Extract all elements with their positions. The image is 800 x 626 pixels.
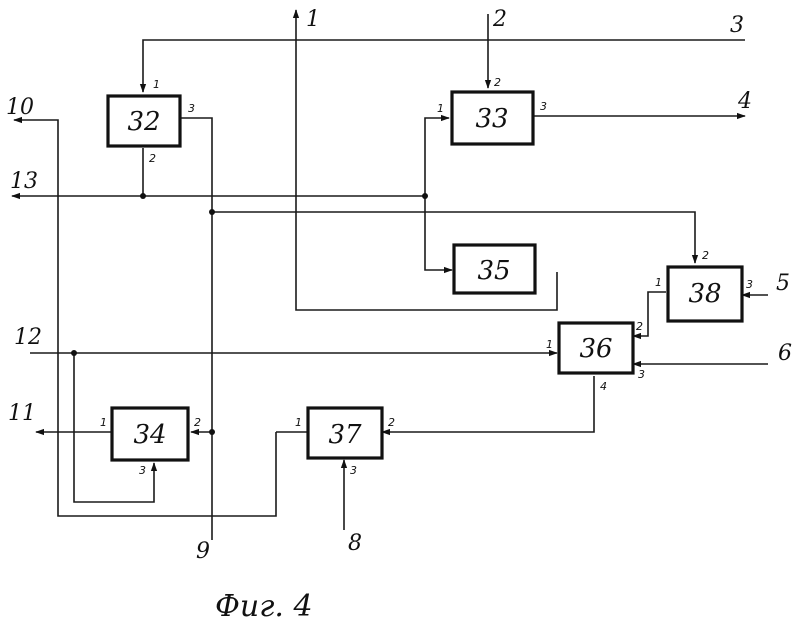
port-label: 1 [437,102,444,115]
terminal-4: 4 [737,89,752,114]
port-label: 2 [388,416,395,429]
junctions [71,193,428,435]
terminal-11: 11 [8,401,36,426]
block-37: 37 [308,408,382,458]
terminal-5: 5 [776,271,790,296]
wire-3-to-32 [143,40,745,92]
port-label: 3 [188,102,195,115]
junction-dot [140,193,146,199]
terminal-9: 9 [196,539,210,564]
port-label: 1 [100,416,107,429]
terminal-10: 10 [6,95,34,120]
block-35: 35 [454,245,535,293]
junction-dot [209,429,215,435]
port-label: 3 [350,464,357,477]
junction-dot [209,209,215,215]
block-36: 36 [559,323,633,373]
block-38-label: 38 [688,279,721,309]
junction-dot [422,193,428,199]
port-label: 2 [149,152,156,165]
port-label: 1 [295,416,302,429]
port-label: 2 [194,416,201,429]
port-label: 1 [655,276,662,289]
terminal-3: 3 [730,13,744,38]
port-label: 1 [546,338,553,351]
wire-to-35 [425,196,452,270]
wire-to-33-in1 [425,118,449,196]
terminal-1: 1 [306,7,320,32]
block-36-label: 36 [579,334,612,364]
block-34: 34 [112,408,188,460]
port-label: 2 [494,76,501,89]
terminal-8: 8 [348,531,362,556]
block-34-label: 34 [133,420,166,450]
port-label: 3 [540,100,547,113]
port-label: 3 [139,464,146,477]
block-32: 32 [108,96,180,146]
port-label: 4 [600,380,607,393]
wire-36-to-37 [382,376,594,432]
terminal-12: 12 [14,325,42,350]
terminal-13: 13 [10,169,38,194]
wire-32-to-9 [180,118,212,540]
block-35-label: 35 [477,256,510,286]
port-label: 3 [638,368,645,381]
block-33: 33 [452,92,533,144]
port-label: 2 [702,249,709,262]
terminal-6: 6 [778,341,792,366]
port-label: 1 [153,78,160,91]
block-32-label: 32 [127,107,160,137]
block-33-label: 33 [475,104,508,134]
block-37-label: 37 [328,420,362,450]
block-38: 38 [668,267,742,321]
port-label: 3 [746,278,753,291]
terminal-2: 2 [492,7,507,32]
figure-caption: Фиг. 4 [215,589,313,624]
port-label: 2 [636,320,643,333]
junction-dot [71,350,77,356]
port-labels: 1 2 3 1 2 3 1 2 3 1 2 3 4 1 2 3 1 2 3 [100,76,753,477]
